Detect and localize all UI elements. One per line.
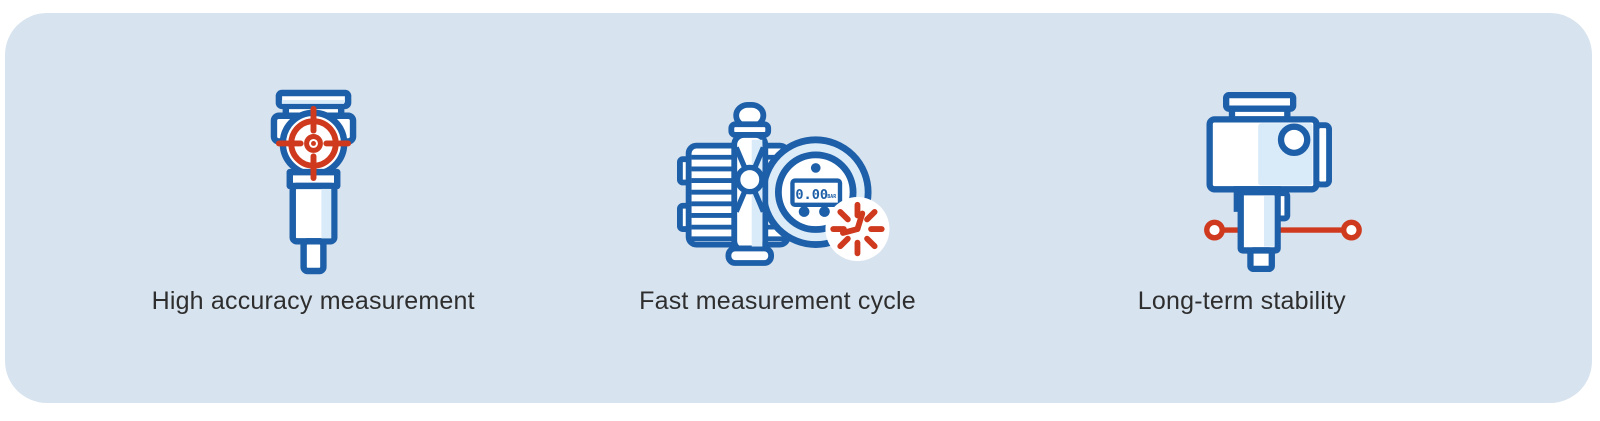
probe-shade	[1264, 196, 1276, 247]
meter-clock-icon: 0.00 BAR	[677, 87, 905, 277]
display-value: 0.00	[796, 187, 829, 203]
feature-high-accuracy: High accuracy measurement	[81, 13, 545, 403]
clock-hands	[840, 210, 866, 236]
probe-target-icon	[270, 87, 357, 277]
feature-label: High accuracy measurement	[151, 287, 475, 315]
head-window	[1278, 123, 1311, 157]
feature-label: Fast measurement cycle	[639, 287, 916, 315]
fork-blades	[734, 146, 767, 213]
transmitter-with-stable-trend-line-icon	[1204, 92, 1363, 272]
stable-trend-line	[1204, 219, 1363, 241]
feature-label: Long-term stability	[1137, 287, 1346, 315]
feature-row: High accuracy measurement	[5, 13, 1592, 403]
feature-long-term-stability: Long-term stability	[1010, 13, 1474, 403]
probe-stem	[300, 238, 327, 275]
digital-display	[790, 178, 843, 207]
crosshair-target	[275, 105, 351, 182]
probe-cap-shade	[281, 99, 344, 104]
probe-body-shade	[321, 188, 331, 239]
feature-card: High accuracy measurement	[5, 13, 1592, 403]
speed-clock-badge	[825, 197, 890, 262]
transmitter-trend-icon	[1198, 87, 1365, 277]
measurement-probe-with-target-icon	[270, 89, 356, 275]
feature-fast-cycle: 0.00 BAR	[545, 13, 1009, 403]
density-meter-with-speed-clock-icon: 0.00 BAR	[677, 101, 890, 266]
head-end-cap	[1313, 122, 1333, 188]
display-unit: BAR	[828, 194, 837, 200]
clock-ticks	[830, 201, 886, 257]
